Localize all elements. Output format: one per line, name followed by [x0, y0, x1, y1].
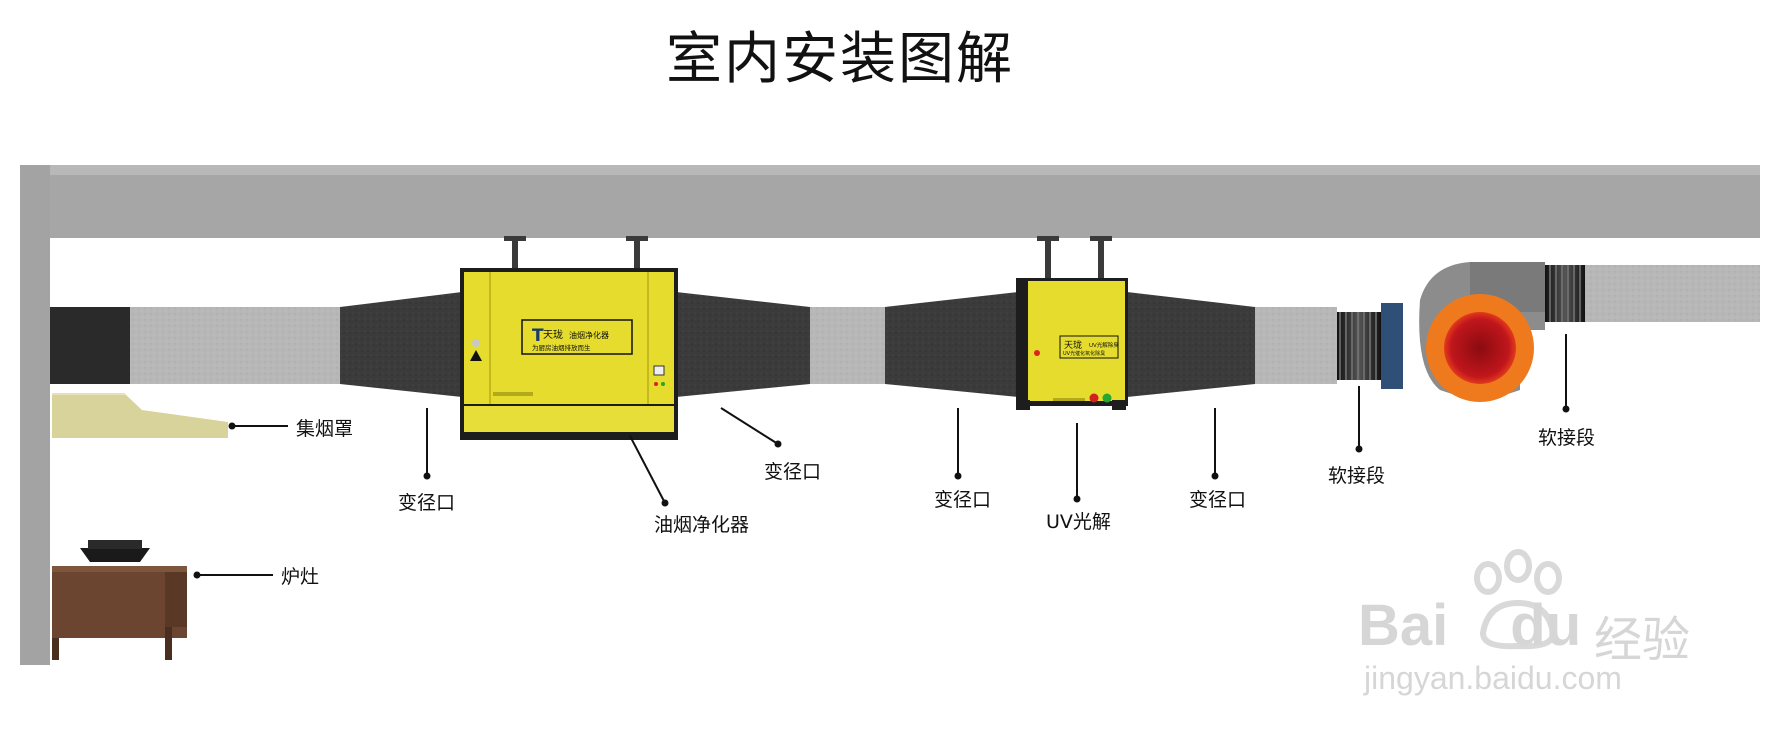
- flexible-joint-1: [1337, 303, 1403, 389]
- label-reducer-2: 变径口: [764, 461, 822, 483]
- smoke-hood: [52, 394, 228, 438]
- oil-fume-purifier: T 天珑 油烟净化器 为厨房油烟排放而生: [460, 268, 678, 440]
- outlet-duct: [1585, 265, 1760, 322]
- label-flex-1: 软接段: [1328, 465, 1386, 487]
- stove: [52, 540, 187, 660]
- reducer-duct-2: [676, 292, 810, 397]
- leader-lines: [193, 334, 1570, 579]
- reducer-duct-4: [1127, 292, 1255, 397]
- duct-section: [810, 307, 885, 384]
- hanger-rods: [504, 236, 1112, 280]
- purifier-slogan-text: 为厨房油烟排放而生: [532, 343, 591, 352]
- label-flex-2: 软接段: [1538, 427, 1596, 449]
- duct-section: [1255, 307, 1337, 384]
- paw-watermark-icon: [1474, 549, 1562, 650]
- watermark-service: 经验: [1594, 612, 1691, 668]
- reducer-duct-1: [340, 292, 462, 397]
- reducer-duct-3: [885, 292, 1018, 397]
- label-reducer-3: 变径口: [934, 489, 992, 511]
- label-reducer-1: 变径口: [398, 492, 456, 514]
- label-purifier: 油烟净化器: [654, 514, 750, 536]
- warning-sign-icon: [470, 350, 482, 361]
- uv-photolysis-unit: 天珑 UV光解除臭 UV光催化氧化除臭: [1016, 278, 1128, 410]
- label-stove: 炉灶: [281, 566, 320, 588]
- flexible-joint-2: [1545, 265, 1585, 322]
- uv-brand-text: 天珑: [1064, 339, 1082, 351]
- ceiling-slab: [20, 165, 1760, 238]
- exhaust-fan: [1419, 262, 1545, 402]
- uv-slogan-text: UV光催化氧化除臭: [1063, 350, 1105, 357]
- purifier-brand-text: 天珑: [543, 329, 563, 341]
- label-uv: UV光解: [1046, 511, 1111, 533]
- label-reducer-4: 变径口: [1189, 489, 1247, 511]
- duct-end-cap: [50, 307, 130, 384]
- diagram-title: 室内安装图解: [666, 27, 1014, 92]
- watermark-brand-part-2: du: [1510, 593, 1582, 658]
- duct-section: [130, 307, 340, 384]
- label-hood: 集烟罩: [296, 418, 354, 440]
- watermark-brand-part-1: Bai: [1358, 593, 1449, 658]
- watermark-url: jingyan.baidu.com: [1364, 660, 1622, 696]
- svg-text:T: T: [532, 326, 544, 346]
- purifier-name-text: 油烟净化器: [569, 330, 609, 340]
- uv-name-text: UV光解除臭: [1089, 341, 1119, 349]
- wall: [20, 165, 50, 665]
